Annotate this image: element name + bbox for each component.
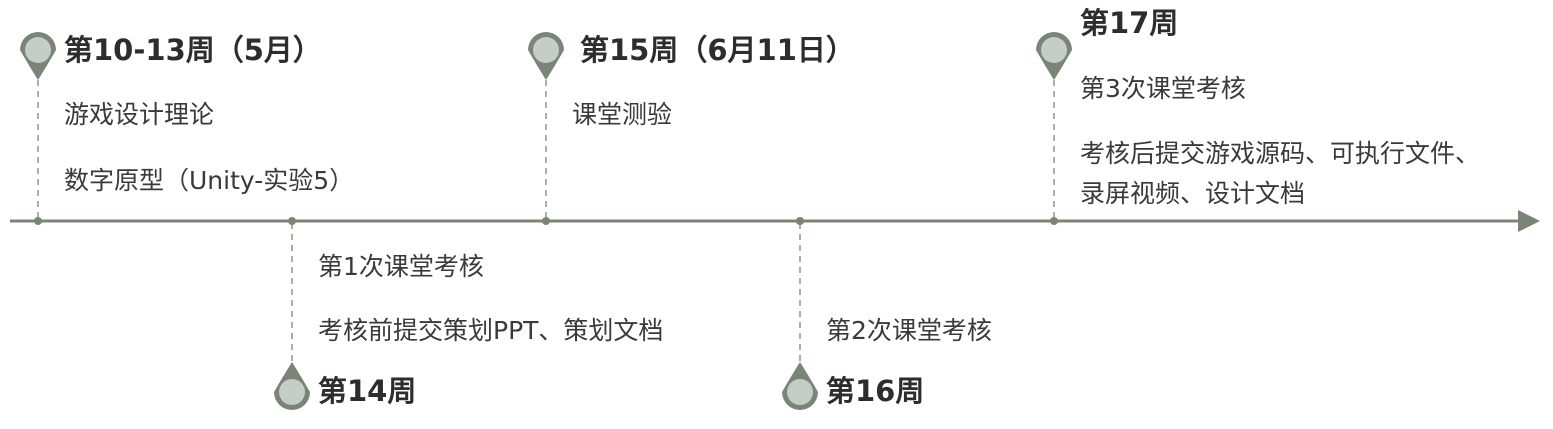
map-pin-icon-m5 (1036, 32, 1072, 80)
milestone-title-m3: 第15周（6月11日） (580, 33, 855, 67)
milestone-note-m5-2: 考核后提交游戏源码、可执行文件、录屏视频、设计文档 (1080, 139, 1481, 208)
axis-dot-m2 (288, 217, 296, 225)
axis-dot-m5 (1050, 217, 1058, 225)
milestone-title-m1: 第10-13周（5月） (64, 33, 322, 67)
axis-dot-m4 (796, 217, 804, 225)
milestone-note-m1-1: 游戏设计理论 (64, 100, 215, 129)
milestone-title-m5: 第17周 (1080, 6, 1179, 40)
milestone-note-m2-1: 第1次课堂考核 (318, 252, 484, 281)
axis-dot-m3 (542, 217, 550, 225)
milestone-note-m4-1: 第2次课堂考核 (826, 316, 992, 345)
timeline-arrow-head (1518, 210, 1540, 232)
milestone-note-m5-1: 第3次课堂考核 (1080, 74, 1246, 103)
milestone-note-m3-1: 课堂测验 (572, 100, 673, 129)
milestone-note-m2-2: 考核前提交策划PPT、策划文档 (318, 316, 664, 345)
map-pin-icon-m4 (782, 362, 818, 410)
map-pin-icon-m1 (20, 32, 56, 80)
milestone-note-m1-2: 数字原型（Unity-实验5） (64, 166, 355, 195)
milestone-title-m4: 第16周 (826, 374, 925, 408)
milestone-title-m2: 第14周 (318, 374, 417, 408)
axis-dot-m1 (34, 217, 42, 225)
map-pin-icon-m3 (528, 32, 564, 80)
map-pin-icon-m2 (274, 362, 310, 410)
